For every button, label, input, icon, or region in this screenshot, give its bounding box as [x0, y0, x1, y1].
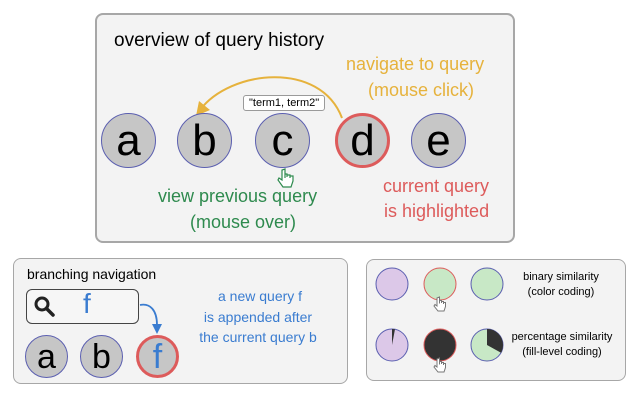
- hand-cursor-icon: [433, 296, 446, 312]
- binary-circle-dissimilar: [375, 267, 409, 301]
- percentage-label-line2: (fill-level coding): [522, 346, 602, 358]
- binary-label-line2: (color coding): [527, 286, 595, 298]
- search-input[interactable]: [26, 289, 139, 324]
- search-icon: [34, 296, 55, 317]
- hover-annotation-line1: view previous query: [158, 186, 318, 206]
- navigate-annotation-line1: navigate to query: [346, 54, 485, 74]
- query-terms-tooltip: "term1, term2": [243, 95, 326, 111]
- hover-annotation-line2: (mouse over): [190, 212, 297, 232]
- current-annotation-line1: current query: [383, 176, 490, 196]
- binary-circle-hovered: [423, 267, 457, 301]
- percentage-circle-hovered: [423, 328, 457, 362]
- branch-annotation-line1: a new query f: [218, 288, 303, 304]
- query-node-a[interactable]: a: [101, 113, 156, 168]
- percentage-fill-wedge: [392, 329, 395, 345]
- branch-node-b[interactable]: b: [80, 335, 123, 378]
- query-node-d-current[interactable]: d: [335, 113, 390, 168]
- percentage-label-line1: percentage similarity: [511, 331, 613, 343]
- branch-node-a[interactable]: a: [25, 335, 68, 378]
- branch-annotation-line3: the current query b: [199, 329, 317, 345]
- binary-label-line1: binary similarity: [523, 271, 599, 283]
- query-node-b[interactable]: b: [177, 113, 232, 168]
- query-node-e[interactable]: e: [411, 113, 466, 168]
- branching-title: branching navigation: [27, 266, 157, 282]
- navigate-annotation-line2: (mouse click): [368, 80, 475, 100]
- hand-cursor-icon: [433, 357, 446, 373]
- panel-title: overview of query history: [114, 30, 325, 51]
- search-query-text: f: [83, 288, 91, 319]
- hand-cursor-icon: [277, 168, 294, 188]
- current-annotation-line2: is highlighted: [384, 201, 490, 221]
- branch-node-f-current[interactable]: f: [136, 335, 179, 378]
- percentage-fill-wedge: [487, 329, 503, 353]
- branch-annotation-line2: is appended after: [203, 309, 313, 325]
- query-node-c[interactable]: c: [255, 113, 310, 168]
- binary-circle-similar: [470, 267, 504, 301]
